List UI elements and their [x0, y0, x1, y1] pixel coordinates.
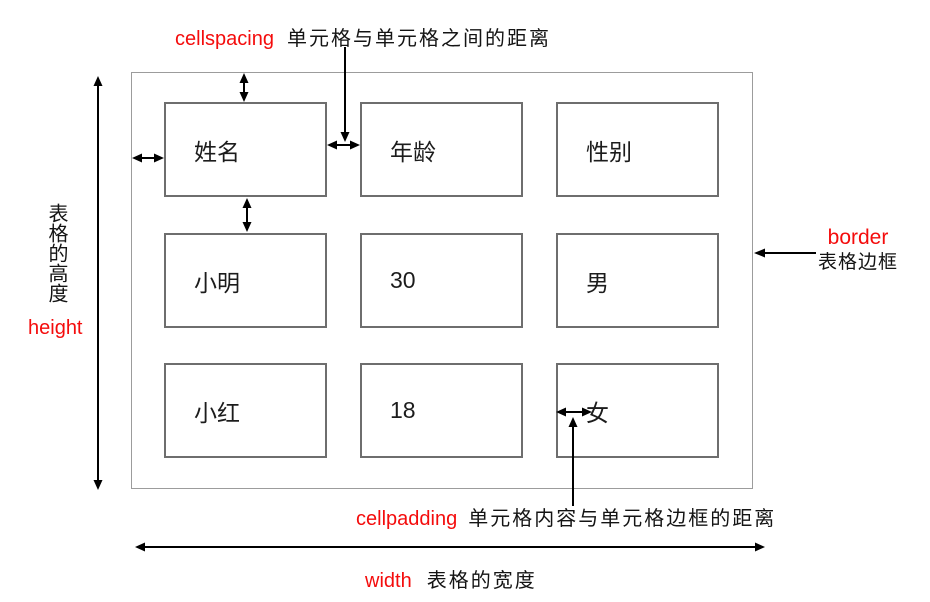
width-span-arrow-icon [135, 542, 765, 552]
cell-text: 姓名 [194, 138, 240, 165]
cellspacing-keyword: cellspacing [175, 28, 274, 50]
cellspacing-middle-gap-arrow-icon [327, 140, 360, 150]
table-cell: 性别 [556, 102, 719, 197]
height-span-arrow-icon [93, 76, 103, 490]
table-cell: 小红 [164, 363, 327, 458]
width-description: 表格的宽度 [426, 570, 537, 592]
cell-text: 小明 [194, 269, 240, 296]
width-keyword: width [365, 570, 412, 592]
height-annotation-keyword: height [28, 317, 83, 339]
cellspacing-description: 单元格与单元格之间的距离 [286, 28, 551, 50]
cell-text: 性别 [586, 138, 632, 165]
cellpadding-description: 单元格内容与单元格边框的距离 [468, 508, 777, 530]
cell-text: 小红 [194, 399, 240, 426]
cellpadding-pointer-up-icon [568, 417, 578, 506]
cellpadding-gap-arrow-icon [556, 407, 592, 417]
table-cell: 18 [360, 363, 523, 458]
cellpadding-annotation: cellpadding 单元格内容与单元格边框的距离 [356, 502, 776, 531]
cellspacing-annotation: cellspacing 单元格与单元格之间的距离 [175, 22, 551, 51]
cell-text: 年龄 [390, 138, 436, 165]
table-cell: 男 [556, 233, 719, 328]
cell-text: 女 [586, 399, 609, 426]
border-description: 表格边框 [817, 252, 898, 273]
table-cell: 小明 [164, 233, 327, 328]
cell-text: 男 [586, 269, 609, 296]
table-cell: 年龄 [360, 102, 523, 197]
cellspacing-left-gap-arrow-icon [132, 153, 164, 163]
table-cell: 姓名 [164, 102, 327, 197]
cellpadding-keyword: cellpadding [356, 508, 458, 530]
cell-text: 18 [390, 397, 416, 423]
cellspacing-bottom-gap-arrow-icon [242, 198, 252, 232]
border-annotation: border 表格边框 [813, 226, 903, 276]
cellspacing-pointer-down-icon [340, 47, 350, 142]
cellspacing-top-gap-arrow-icon [239, 73, 249, 102]
cell-text: 30 [390, 267, 416, 293]
height-annotation-description: 表格的高度 [45, 203, 67, 303]
border-keyword: border [827, 226, 889, 249]
border-pointer-left-icon [754, 248, 816, 258]
width-annotation: width 表格的宽度 [365, 564, 537, 593]
table-cell: 30 [360, 233, 523, 328]
